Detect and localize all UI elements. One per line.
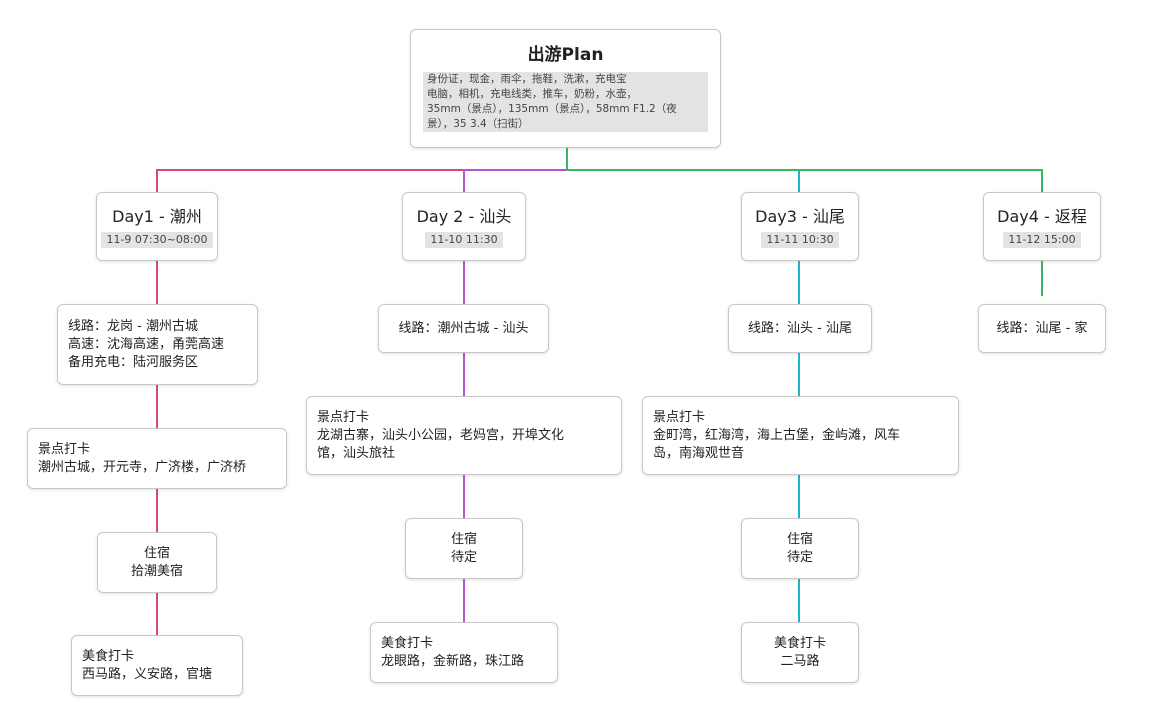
day3-route-node[interactable]: 线路：汕头 - 汕尾 [728,304,872,353]
food-heading: 美食打卡 [773,635,826,651]
branch-line-day2 [463,169,567,192]
branch-line-day4 [567,169,1043,192]
root-node[interactable]: 出游Plan 身份证，现金，雨伞，拖鞋，洗漱，充电宝 电脑，相机，充电线类，推车… [410,29,721,148]
day2-food-node[interactable]: 美食打卡 龙眼路，金新路，珠江路 [370,622,558,683]
day4-date: 11-12 15:00 [1003,232,1081,248]
day3-stay-node[interactable]: 住宿 待定 [741,518,859,579]
root-note-line: 身份证，现金，雨伞，拖鞋，洗漱，充电宝 [427,73,627,85]
stay-heading: 住宿 [786,531,813,547]
spots-heading: 景点打卡 [653,409,706,425]
root-notes: 身份证，现金，雨伞，拖鞋，洗漱，充电宝 电脑，相机，充电线类，推车，奶粉，水壶，… [423,72,708,132]
route-line: 线路：汕尾 - 家 [996,320,1088,336]
day1-date: 11-9 07:30~08:00 [101,232,213,248]
food-line: 二马路 [780,653,820,669]
day3-spots-node[interactable]: 景点打卡 金町湾，红海湾，海上古堡，金屿滩，风车 岛，南海观世音 [642,396,959,475]
food-line: 龙眼路，金新路，珠江路 [381,653,525,669]
food-line: 西马路，义安路，官塘 [82,666,213,682]
route-line: 线路：龙岗 - 潮州古城 [68,318,198,334]
branch-line-day1 [156,169,567,192]
spots-line: 金町湾，红海湾，海上古堡，金屿滩，风车 [653,427,901,443]
food-heading: 美食打卡 [82,648,135,664]
day1-route-node[interactable]: 线路：龙岗 - 潮州古城 高速：沈海高速，甬莞高速 备用充电：陆河服务区 [57,304,258,385]
spots-line: 馆，汕头旅社 [317,445,396,461]
day3-node[interactable]: Day3 - 汕尾 11-11 10:30 [741,192,859,261]
day4-route-node[interactable]: 线路：汕尾 - 家 [978,304,1106,353]
day2-stay-node[interactable]: 住宿 待定 [405,518,523,579]
spots-line: 岛，南海观世音 [653,445,745,461]
day3-title: Day3 - 汕尾 [755,207,845,226]
spots-heading: 景点打卡 [317,409,370,425]
spots-heading: 景点打卡 [38,441,91,457]
day1-node[interactable]: Day1 - 潮州 11-9 07:30~08:00 [96,192,218,261]
stay-value: 待定 [450,549,477,565]
day4-node[interactable]: Day4 - 返程 11-12 15:00 [983,192,1101,261]
food-heading: 美食打卡 [381,635,434,651]
root-note-line: 电脑，相机，充电线类，推车，奶粉，水壶， [427,88,637,100]
stay-value: 待定 [786,549,813,565]
day1-title: Day1 - 潮州 [112,207,202,226]
day1-food-node[interactable]: 美食打卡 西马路，义安路，官塘 [71,635,243,696]
route-line: 备用充电：陆河服务区 [68,354,199,370]
root-note-line: 景），35 3.4（扫街） [427,118,529,130]
day2-route-node[interactable]: 线路：潮州古城 - 汕头 [378,304,549,353]
day2-date: 11-10 11:30 [425,232,503,248]
day1-spots-node[interactable]: 景点打卡 潮州古城，开元寺，广济楼，广济桥 [27,428,287,489]
day2-title: Day 2 - 汕头 [416,207,512,226]
day3-date: 11-11 10:30 [761,232,839,248]
stay-heading: 住宿 [143,545,170,561]
day2-spots-node[interactable]: 景点打卡 龙湖古寨，汕头小公园，老妈宫，开埠文化 馆，汕头旅社 [306,396,622,475]
route-line: 线路：潮州古城 - 汕头 [398,320,529,336]
route-line: 线路：汕头 - 汕尾 [748,320,852,336]
day2-node[interactable]: Day 2 - 汕头 11-10 11:30 [402,192,526,261]
root-title: 出游Plan [527,45,604,65]
day3-food-node[interactable]: 美食打卡 二马路 [741,622,859,683]
stay-value: 拾潮美宿 [130,563,183,579]
route-line: 高速：沈海高速，甬莞高速 [68,336,225,352]
root-note-line: 35mm（景点），135mm（景点），58mm F1.2（夜 [427,103,677,115]
day4-title: Day4 - 返程 [997,207,1087,226]
branch-line-day3 [567,169,800,192]
spots-line: 龙湖古寨，汕头小公园，老妈宫，开埠文化 [317,427,565,443]
spots-line: 潮州古城，开元寺，广济楼，广济桥 [38,459,247,475]
day1-stay-node[interactable]: 住宿 拾潮美宿 [97,532,217,593]
stay-heading: 住宿 [450,531,477,547]
